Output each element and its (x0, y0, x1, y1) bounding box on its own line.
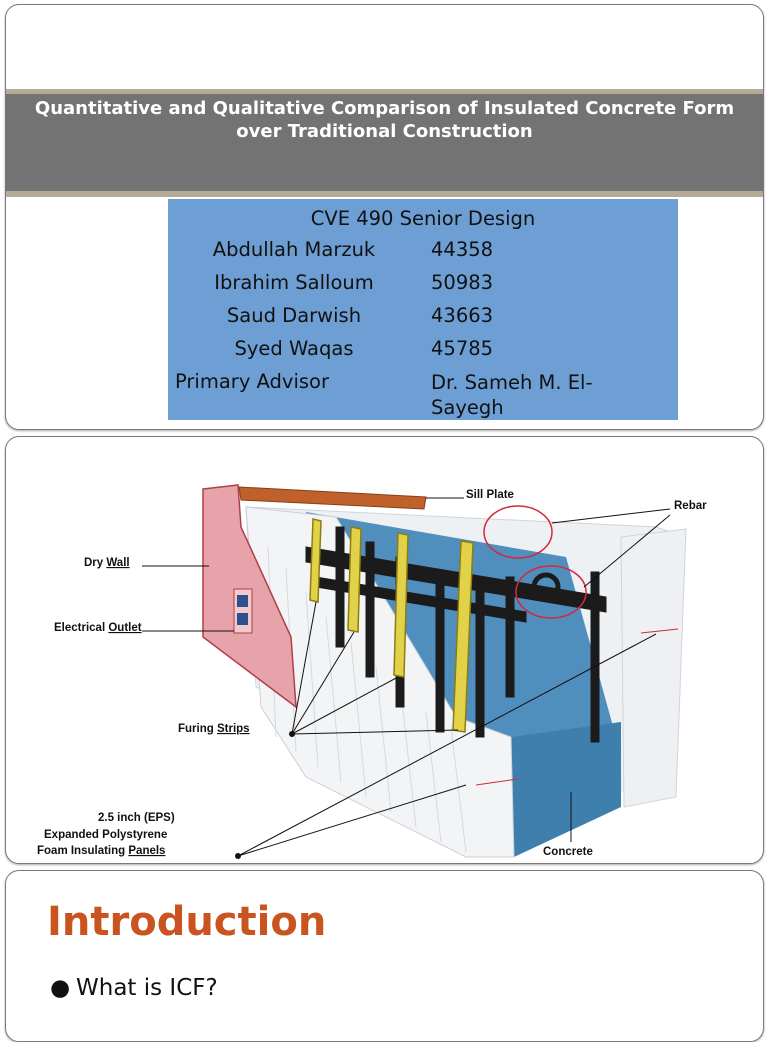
label-concrete: Concrete (543, 846, 593, 858)
label-rebar: Rebar (674, 500, 707, 512)
advisor-label: Primary Advisor (175, 370, 329, 393)
label-electrical-outlet: Electrical Outlet (54, 622, 142, 634)
furring-strips (309, 518, 474, 733)
icf-wall-diagram: Sill Plate Rebar Dry Wall Electrical Out… (37, 484, 707, 859)
member-row: Abdullah Marzuk 44358 (168, 238, 678, 268)
member-name: Ibrahim Salloum (214, 271, 374, 294)
bullet-text: What is ICF? (76, 975, 218, 1001)
label-sill-plate: Sill Plate (466, 489, 514, 501)
rebar-circle (483, 505, 553, 559)
label-eps-3: Foam Insulating Panels (37, 845, 165, 857)
presentation-title: Quantitative and Qualitative Comparison … (34, 98, 735, 142)
label-furing-strips: Furing Strips (178, 723, 250, 735)
icf-diagram-slide: Sill Plate Rebar Dry Wall Electrical Out… (5, 436, 764, 864)
red-markers (475, 628, 679, 786)
member-name: Syed Waqas (234, 337, 354, 360)
title-slide: Quantitative and Qualitative Comparison … (5, 4, 764, 430)
introduction-slide: Introduction ●What is ICF? (5, 870, 764, 1042)
rebar-circle (515, 565, 587, 619)
rebar-and-ties (305, 526, 607, 743)
end-foam-panel (620, 528, 687, 808)
bullet-dot-icon: ● (50, 975, 71, 1001)
member-id: 45785 (431, 337, 494, 360)
leader-dot (289, 731, 295, 737)
course-name: CVE 490 Senior Design (310, 207, 536, 230)
label-eps-2: Expanded Polystyrene (44, 829, 167, 841)
member-id: 43663 (431, 304, 494, 327)
electrical-outlet-icon (233, 588, 253, 634)
foam-ribs (267, 546, 467, 853)
member-id: 50983 (431, 271, 494, 294)
advisor-row: Primary Advisor Dr. Sameh M. El-Sayegh (168, 370, 678, 419)
bullet-item: ●What is ICF? (50, 975, 218, 1001)
member-row: Ibrahim Salloum 50983 (168, 271, 678, 301)
member-row: Syed Waqas 45785 (168, 337, 678, 367)
team-info-box: CVE 490 Senior Design Abdullah Marzuk 44… (168, 199, 678, 420)
sill-plate (238, 486, 427, 510)
label-eps-1: 2.5 inch (EPS) (98, 812, 175, 824)
leader-dot (235, 853, 241, 859)
member-id: 44358 (431, 238, 494, 261)
member-name: Saud Darwish (226, 304, 362, 327)
advisor-name: Dr. Sameh M. El-Sayegh (431, 371, 593, 419)
leader-lines (142, 497, 671, 857)
slide-heading: Introduction (47, 899, 327, 945)
label-dry-wall: Dry Wall (84, 557, 130, 569)
concrete-end-block (511, 722, 621, 857)
member-name: Abdullah Marzuk (212, 238, 376, 261)
title-band: Quantitative and Qualitative Comparison … (6, 89, 763, 197)
member-row: Saud Darwish 43663 (168, 304, 678, 334)
